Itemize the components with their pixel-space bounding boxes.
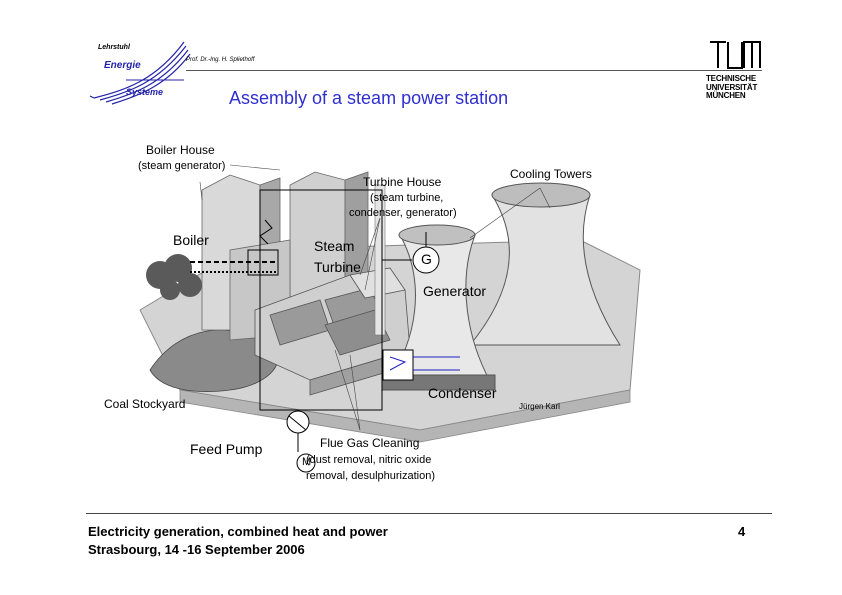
steam-label: Steam	[314, 238, 355, 254]
flue-gas-sublabel-1: (dust removal, nitric oxide	[306, 454, 432, 466]
header-divider	[186, 70, 762, 71]
boiler-label: Boiler	[173, 232, 209, 248]
turbine-house-label: Turbine House	[363, 175, 442, 189]
slide-title: Assembly of a steam power station	[229, 88, 509, 108]
chair-logo	[89, 41, 191, 105]
turbine-house-sublabel-2: condenser, generator)	[349, 207, 457, 219]
condenser-coolant	[389, 356, 460, 371]
tum-logo	[710, 41, 761, 69]
generator-symbol: G	[421, 251, 432, 267]
condenser-label: Condenser	[428, 385, 497, 401]
trees	[146, 254, 202, 300]
generator-label: Generator	[423, 283, 487, 299]
page-number: 4	[738, 524, 746, 539]
professor-name: Prof. Dr.-Ing. H. Spliethoff	[186, 57, 255, 63]
footer-title: Electricity generation, combined heat an…	[88, 524, 388, 539]
process-schematic	[190, 189, 440, 473]
footer-event: Strasbourg, 14 -16 September 2006	[88, 542, 305, 557]
leader-lines	[199, 164, 551, 431]
footer-divider	[86, 513, 772, 514]
cooling-towers-label: Cooling Towers	[510, 167, 592, 181]
flue-gas-sublabel-2: removal, desulphurization)	[306, 470, 436, 482]
image-credit: Jürgen Karl	[519, 402, 560, 411]
feed-pump-label: Feed Pump	[190, 441, 263, 457]
chair-energie: Energie	[104, 60, 141, 71]
chair-label: Lehrstuhl	[98, 44, 130, 51]
boiler-house-sublabel: (steam generator)	[138, 160, 226, 172]
power-station-illustration	[139, 164, 641, 473]
turbine-label: Turbine	[314, 259, 361, 275]
coal-stockyard-label: Coal Stockyard	[104, 397, 186, 411]
boiler-house-label: Boiler House	[146, 143, 215, 157]
university-name: TECHNISCHE UNIVERSITÄT MÜNCHEN	[706, 74, 758, 100]
chair-systeme: Systeme	[126, 87, 164, 97]
flue-gas-label: Flue Gas Cleaning	[320, 436, 420, 450]
motor-symbol: M	[302, 456, 312, 468]
cooling-tower-rear	[468, 182, 621, 346]
turbine-house-sublabel-1: (steam turbine,	[370, 192, 444, 204]
